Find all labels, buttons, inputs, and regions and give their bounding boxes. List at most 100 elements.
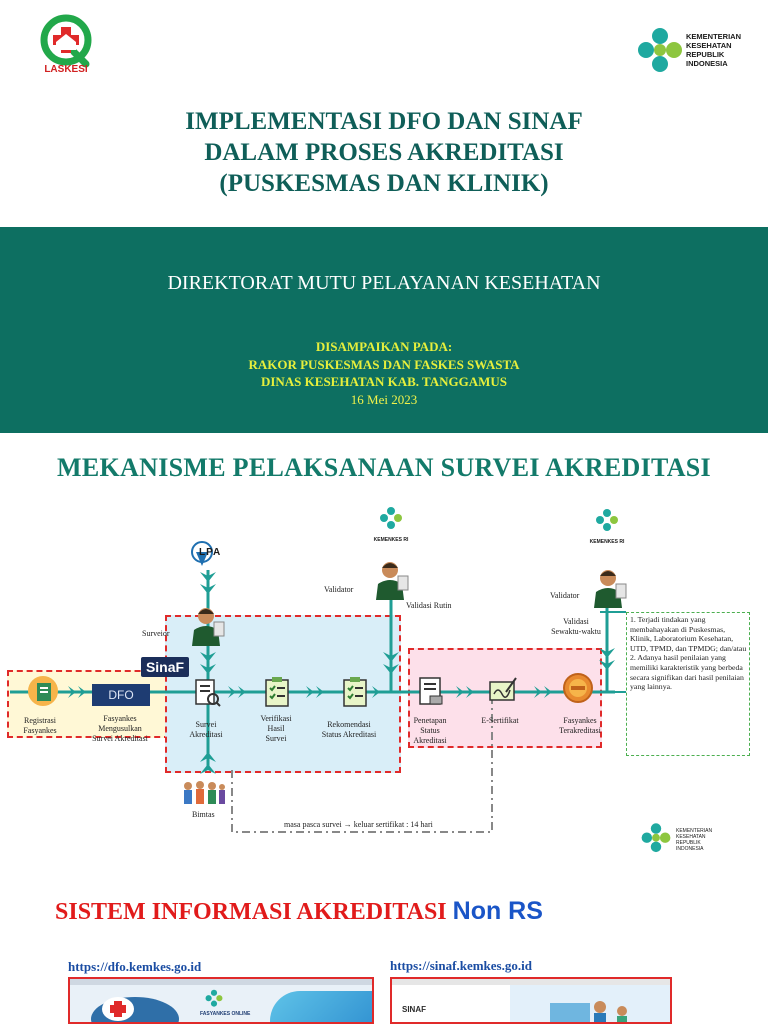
lpa-pin-icon (191, 541, 213, 566)
notes-box (626, 612, 750, 756)
kemenkes-leaf-icon (205, 989, 223, 1007)
kemenkes-ri-top-1: KEMENKES RI (368, 506, 414, 544)
lpa-badge: LPA (190, 540, 234, 570)
validator-1-label: Validator (324, 585, 354, 594)
laskesi-logo-text: LASKESI (44, 64, 88, 75)
step-label-e-certificate: E-Sertifikat (470, 716, 530, 726)
delivered-line: RAKOR PUSKESMAS DAN FASKES SWASTA (248, 356, 520, 372)
people-illustration-icon (550, 1001, 627, 1022)
delivered-at-block: DISAMPAIKAN PADA: RAKOR PUSKESMAS DAN FA… (0, 338, 768, 408)
presentation-date: 16 Mei 2023 (350, 391, 418, 407)
step-label-survey: Survei Akreditasi (178, 720, 234, 740)
label-line: Survei (195, 720, 217, 729)
bimbingan-group-icon (180, 780, 226, 806)
slide1-title: IMPLEMENTASI DFO DAN SINAF DALAM PROSES … (0, 106, 768, 199)
step-label-verification: Verifikasi Hasil Survei (248, 714, 304, 744)
surveior-label: Surveior (142, 629, 170, 638)
slide3-title: SISTEM INFORMASI AKREDITASI Non RS (55, 897, 543, 926)
dfo-site-preview[interactable]: FASYANKES ONLINE (68, 977, 374, 1024)
logo-line: REPUBLIK (686, 50, 725, 59)
validator-2-label: Validator (550, 591, 580, 600)
step-label-proposal: Fasyankes Mengusulkan Survei Akreditasi (78, 714, 162, 744)
validator-1-person-icon (376, 562, 409, 600)
label-line: Akreditasi (189, 730, 223, 739)
label-line: Fasyankes (23, 726, 57, 735)
label-line: Fasyankes (563, 716, 597, 725)
logo-line: INDONESIA (686, 59, 728, 68)
sinaf-preview-caption: SINAF (402, 1005, 426, 1014)
dfo-url-link[interactable]: https://dfo.kemkes.go.id (68, 959, 202, 974)
document-search-icon (195, 679, 221, 707)
recommendation-checklist-icon (340, 676, 370, 708)
kemenkes-leaf-icon (380, 507, 402, 529)
sinaf-site-preview[interactable]: SINAF (390, 977, 672, 1024)
label-line: Status (420, 726, 440, 735)
label-line: Akreditasi (413, 736, 447, 745)
determination-doc-icon (416, 676, 446, 708)
label-line: Sewaktu-waktu (551, 627, 601, 636)
browser-bar (392, 979, 670, 985)
label-line: Terakreditasi (559, 726, 601, 735)
logo-line: REPUBLIK (676, 840, 701, 846)
note-item: 1. Terjadi tindakan yang membahayakan di… (630, 615, 747, 653)
delivered-line: DISAMPAIKAN PADA: (315, 339, 453, 354)
title-line: (PUSKESMAS DAN KLINIK) (219, 170, 549, 197)
slide3-title-suffix: Non RS (452, 897, 543, 925)
notes-text: 1. Terjadi tindakan yang membahayakan di… (630, 615, 748, 692)
teal-band (0, 227, 768, 433)
step-label-accredited: Fasyankes Terakreditasi (548, 716, 612, 736)
browser-bar (70, 979, 372, 985)
kemenkes-small-text: KEMENTERIAN KESEHATAN REPUBLIK INDONESIA (676, 828, 712, 852)
survey-doc-icon (192, 678, 222, 708)
checklist-icon (343, 677, 367, 707)
kemenkes-ri-label: KEMENKES RI (373, 537, 409, 543)
step-label-registration: Registrasi Fasyankes (14, 716, 66, 736)
sinaf-url-link[interactable]: https://sinaf.kemkes.go.id (390, 958, 532, 973)
validasi-rutin-label: Validasi Rutin (406, 601, 452, 610)
bimbingan-label: Bimtas (192, 810, 215, 819)
preview-hero-shape (510, 985, 670, 1022)
kemenkes-leaf-icon (596, 509, 618, 531)
directorate-label: DIREKTORAT MUTU PELAYANAN KESEHATAN (167, 272, 601, 294)
label-line: Validasi (563, 617, 589, 626)
laskesi-emblem-icon (40, 14, 92, 68)
preview-hero-shape (270, 991, 372, 1022)
logo-line: KESEHATAN (676, 834, 706, 840)
checklist-icon (265, 677, 289, 707)
dfo-logo: DFO (92, 684, 150, 706)
validasi-sewaktu-label: Validasi Sewaktu-waktu (546, 617, 606, 637)
title-line: IMPLEMENTASI DFO DAN SINAF (185, 108, 583, 135)
note-item: 2. Adanya hasil penilaian yang memiliki … (630, 653, 744, 692)
label-line: Mengusulkan (98, 724, 142, 733)
logo-line: KESEHATAN (686, 41, 732, 50)
registration-icon (28, 676, 58, 706)
kemenkes-leaf-icon (638, 28, 682, 72)
signature-pen-icon (489, 677, 517, 701)
kemenkes-leaf-icon (641, 823, 671, 853)
slide2-title: MEKANISME PELAKSANAAN SURVEI AKREDITASI (57, 453, 711, 482)
step-label-recommendation: Rekomendasi Status Akreditasi (312, 720, 386, 740)
clipboard-icon (37, 683, 51, 701)
kemenkes-logo-small: KEMENTERIAN KESEHATAN REPUBLIK INDONESIA (640, 822, 750, 858)
sinaf-logo: SinaF (141, 657, 189, 677)
label-line: Survei Akreditasi (92, 734, 148, 743)
e-certificate-icon (488, 676, 518, 706)
logo-line: INDONESIA (676, 846, 704, 852)
lpa-text: LPA (199, 547, 222, 558)
delivered-line: DINAS KESEHATAN KAB. TANGGAMUS (260, 374, 508, 389)
verification-checklist-icon (262, 676, 292, 708)
stamped-document-icon (419, 677, 443, 705)
timeline-dashed-line (231, 695, 493, 833)
timeline-note: masa pasca survei → keluar sertifikat : … (284, 820, 433, 829)
label-line: Survei (265, 734, 287, 743)
label-line: Rekomendasi (327, 720, 371, 729)
slide3-title-main: SISTEM INFORMASI AKREDITASI (55, 899, 447, 925)
people-group-icon (184, 781, 225, 804)
label-line: E-Sertifikat (481, 716, 519, 725)
surveyor-person-icon (192, 608, 225, 646)
logo-line: KEMENTERIAN (676, 828, 713, 834)
kemenkes-ri-label: KEMENKES RI (589, 539, 625, 545)
arrow-heads (68, 572, 615, 774)
label-line: Verifikasi (260, 714, 292, 723)
label-line: Hasil (267, 724, 285, 733)
